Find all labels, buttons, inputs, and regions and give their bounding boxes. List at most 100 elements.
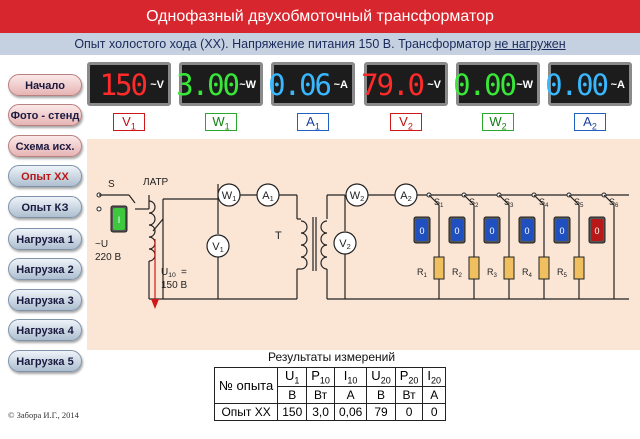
meter-label-letter: A [306,114,315,129]
results-header-cell: P10 [306,367,335,387]
meter-label-index: 1 [314,121,320,132]
resistor-label-r5-sub: 5 [564,272,568,279]
app-title: Однофазный двухобмоточный трансформатор [0,0,640,33]
ammeter-a2-label: A2 [400,190,412,203]
load-switch-label-4-text: S [539,197,545,207]
transformer-label: Т [275,230,282,242]
primary-coil [300,256,308,270]
meter-label-w1: W1 [205,113,237,132]
load-toggle-3-glyph: 0 [489,226,494,236]
wattmeter-w2-label-sub: 2 [360,194,364,203]
load-switch-blade [603,194,615,206]
results-header-index: 20 [408,375,419,386]
load-switch-blade [568,194,580,206]
resistor-label-r3-sub: 3 [494,272,498,279]
results-header-cell: U20 [366,367,396,387]
resistor-label-r5: R5 [557,267,568,279]
u10-eq-text: = [181,267,187,278]
results-header-text: № опыта [219,377,274,393]
meter-label-letter: V [122,114,131,129]
nav-button-load-4[interactable]: Нагрузка 4 [8,319,82,341]
resistor-label-r3: R3 [487,267,498,279]
ammeter-a1-label-sub: 1 [270,194,274,203]
load-status: не нагружен [494,37,566,51]
load-switch-blade [428,194,440,206]
results-header-cell: U1 [277,367,308,387]
results-unit-cell: А [422,385,447,404]
u10-arrow-head [151,299,159,309]
load-toggle-1-glyph: 0 [419,226,424,236]
transformer-label-text: Т [275,230,282,242]
experiment-description-text: Опыт холостого хода (ХХ). Напряжение пит… [74,37,495,51]
resistor-label-r4: R4 [522,267,533,279]
results-title: Результаты измерений [268,350,396,364]
voltmeter-v1-label-sub: 1 [220,245,224,254]
results-header-cell: I20 [422,367,447,387]
results-unit-cell: Вт [306,385,335,404]
secondary-coil [320,256,328,270]
meter-label-a2: A2 [574,113,606,132]
nav-button-short-circuit-test[interactable]: Опыт КЗ [8,196,82,218]
primary-coil [300,232,308,246]
results-data-cell: 150 [277,402,308,421]
nav-button-load-5[interactable]: Нагрузка 5 [8,350,82,372]
wattmeter-w2-label: W2 [350,190,365,203]
resistor-r2 [468,256,480,280]
nav-button-photo-stand[interactable]: Фото - стенд [8,104,82,126]
load-switch-label-5-sub: 5 [580,202,584,209]
nav-button-start[interactable]: Начало [8,74,82,96]
meter-label-letter: V [399,114,408,129]
latr-coil [148,248,156,262]
wattmeter-w2-label-text: W [350,190,361,202]
u10-label-text: U [161,267,168,278]
resistor-label-r1-text: R [417,267,424,277]
nav-button-load-1[interactable]: Нагрузка 1 [8,228,82,250]
load-switch-label-3-text: S [504,197,510,207]
results-data-cell: 3,0 [306,402,335,421]
results-data-cell: 0 [394,402,424,421]
load-switch-label-6-text: S [609,197,615,207]
load-toggle-6-rocker [591,219,603,241]
secondary-coil [320,220,328,234]
meter-display-5: 0.00~W [453,62,540,106]
nav-button-load-3[interactable]: Нагрузка 3 [8,289,82,311]
switch-blade [128,194,136,204]
u10-label-sub: 10 [168,272,176,279]
resistor-label-r1: R1 [417,267,428,279]
nav-button-no-load-test[interactable]: Опыт ХХ [8,165,82,187]
load-toggle-1-rocker [416,219,428,241]
supply-label-text: ~U [95,239,108,250]
load-switch-blade [463,194,475,206]
terminal [96,206,102,212]
meter-unit: ~V [427,79,441,91]
resistor-r1 [433,256,445,280]
resistor-label-r2-sub: 2 [459,272,463,279]
meter-value: 0.00 [545,68,609,102]
meter-label-index: 1 [130,121,136,132]
results-header-index: 10 [347,375,358,386]
nav-button-load-2[interactable]: Нагрузка 2 [8,258,82,280]
meter-display-2: 3.00~W [176,62,263,106]
resistor-label-r2-text: R [452,267,459,277]
load-switch-label-6-sub: 6 [615,202,619,209]
results-header-text: P [311,368,320,383]
results-data-cell: 79 [366,402,396,421]
results-header-cell: I10 [333,367,368,387]
supply-toggle-rocker [113,208,125,230]
results-header-index: 20 [380,375,391,386]
load-switch-blade [533,194,545,206]
load-switch-label-6: S6 [609,197,619,209]
load-switch-label-2-text: S [469,197,475,207]
u10-label: U10 [161,267,176,279]
load-toggle-6-glyph: 0 [594,226,599,236]
latr-coil [148,224,156,238]
supply-voltage: 220 В [95,252,121,263]
results-header-text: P [399,368,409,383]
latr-coil [148,236,156,250]
nav-button-base-scheme[interactable]: Схема исх. [8,135,82,157]
load-toggle-5-glyph: 0 [559,226,564,236]
results-header-index: 20 [431,375,442,386]
